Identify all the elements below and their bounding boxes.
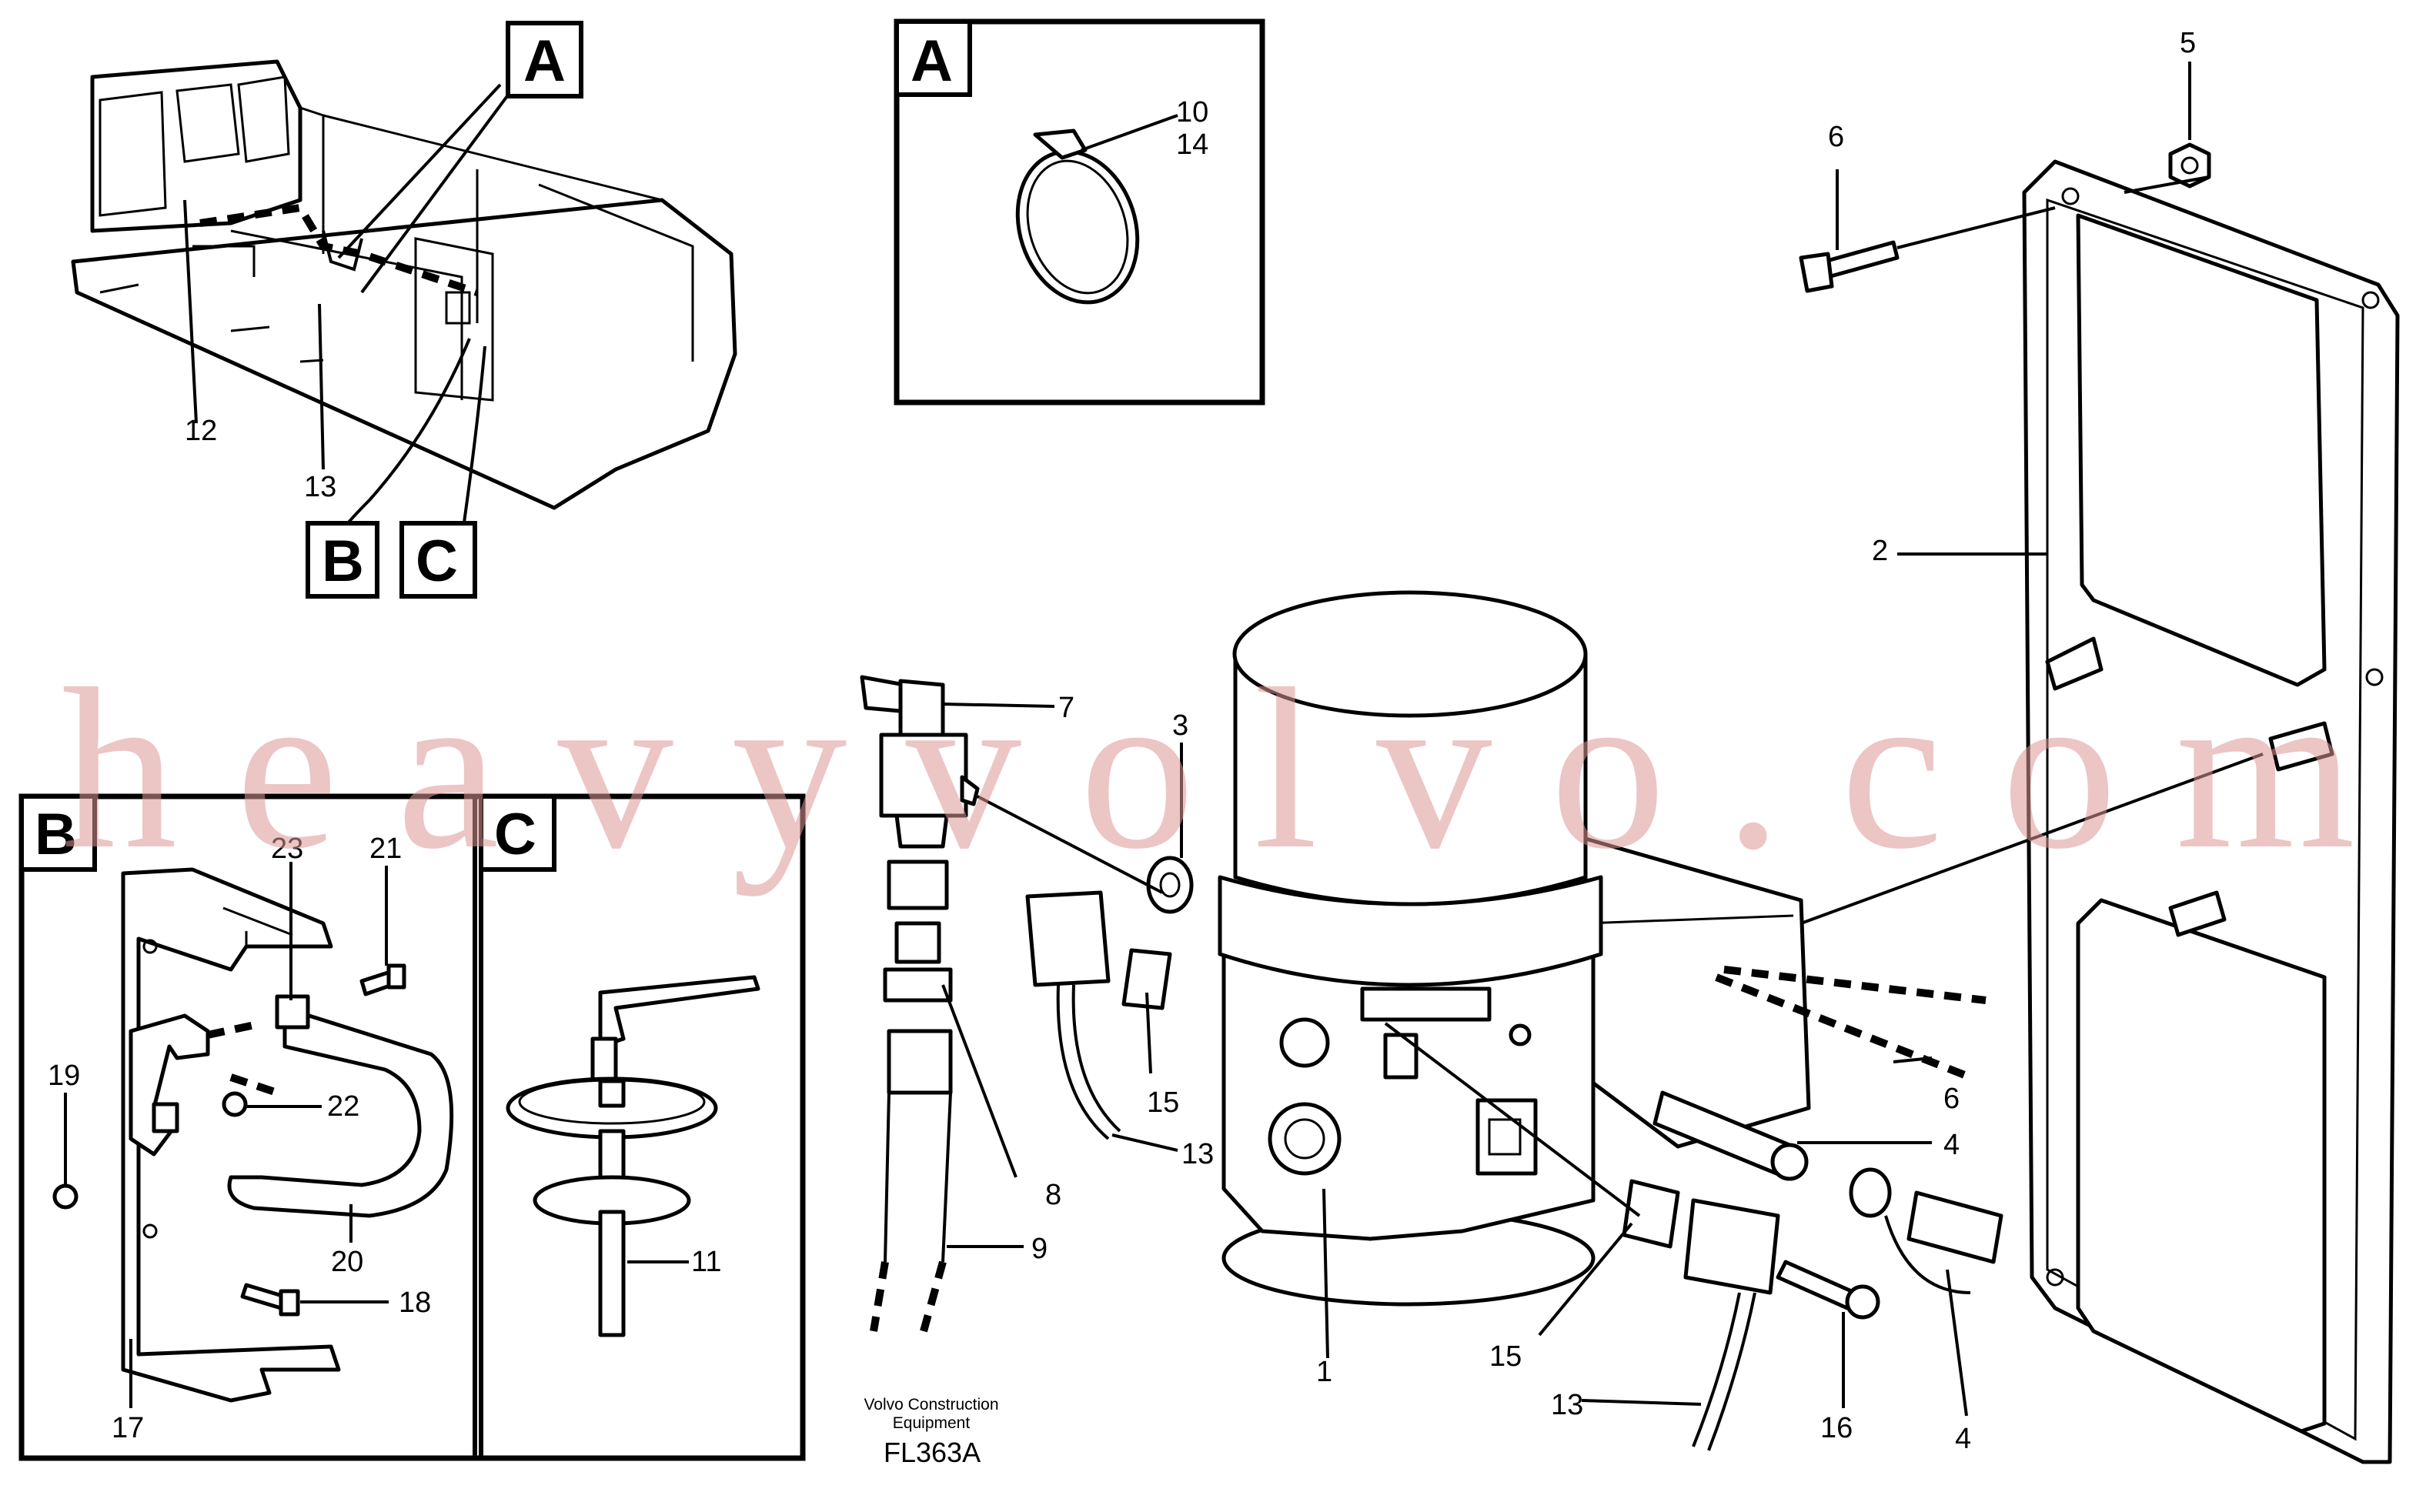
detail-bc-panel: B C 23 21 22 19 20 18 17 [18, 793, 806, 1461]
footer: Volvo Construction Equipment FL363A [864, 1396, 998, 1468]
detail-a-letter: A [911, 28, 953, 94]
label-9: 9 [1031, 1233, 1048, 1265]
label-16: 16 [1820, 1412, 1853, 1444]
label-5: 5 [2180, 27, 2196, 59]
callout-b-main: B [306, 521, 379, 599]
drawing-code: FL363A [884, 1437, 981, 1468]
svg-text:B: B [322, 529, 364, 594]
label-21: 21 [369, 833, 402, 865]
label-18: 18 [399, 1287, 431, 1319]
label-12: 12 [185, 415, 217, 447]
label-14: 14 [1176, 129, 1208, 161]
label-8: 8 [1045, 1179, 1061, 1211]
label-23: 23 [271, 833, 303, 865]
detail-c-letter: C [494, 802, 536, 867]
label-6-lower: 6 [1943, 1083, 1960, 1115]
cover-plate: 5 6 2 [1799, 27, 2400, 1464]
label-6-upper: 6 [1828, 121, 1844, 153]
label-4-lower: 4 [1955, 1423, 1971, 1455]
detail-b-letter: B [35, 802, 77, 867]
svg-text:C: C [416, 529, 458, 594]
callout-c-main: C [399, 521, 477, 599]
label-13-left: 13 [1181, 1138, 1214, 1170]
label-15-left: 15 [1147, 1086, 1179, 1119]
detail-a-panel: A 10 14 [894, 18, 1265, 406]
machine-overview: 12 13 [71, 59, 737, 547]
label-13-overview: 13 [304, 471, 336, 503]
callout-a-main: A [506, 21, 583, 98]
label-20: 20 [331, 1246, 363, 1278]
label-15-right: 15 [1489, 1340, 1522, 1373]
label-2: 2 [1872, 535, 1888, 567]
watermark: heavyvolvo.com [62, 641, 2355, 897]
label-1: 1 [1316, 1356, 1332, 1388]
company-name-line2: Equipment [893, 1414, 971, 1432]
label-13-right: 13 [1551, 1389, 1583, 1421]
label-4-upper: 4 [1943, 1129, 1960, 1161]
label-10: 10 [1176, 96, 1208, 129]
svg-text:A: A [523, 28, 566, 94]
label-11: 11 [691, 1246, 721, 1278]
label-19: 19 [48, 1060, 80, 1092]
label-3: 3 [1172, 709, 1188, 742]
pump-assembly: 7 3 15 13 8 9 1 6 4 15 13 16 4 [860, 590, 2003, 1455]
label-7: 7 [1058, 692, 1074, 724]
company-name-line1: Volvo Construction [864, 1396, 998, 1414]
label-22: 22 [327, 1090, 359, 1123]
label-17: 17 [112, 1412, 144, 1444]
